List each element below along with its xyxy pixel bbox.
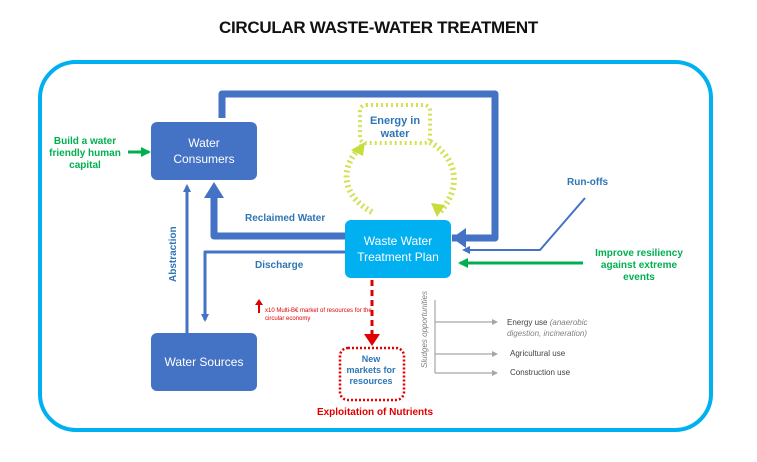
outer-frame xyxy=(38,60,713,432)
reclaimed-water-label: Reclaimed Water xyxy=(245,213,326,224)
arrow-discharge xyxy=(201,250,345,322)
discharge-label: Discharge xyxy=(255,260,304,271)
wwtp-label: Waste Water Treatment Plan xyxy=(357,234,439,264)
arrow-recycle-loop xyxy=(218,90,499,242)
build-capital-label: Build a water friendly human capital xyxy=(49,136,121,171)
energy-loop-left xyxy=(343,143,374,215)
water-sources-box: Water Sources xyxy=(151,333,257,391)
sludges-opportunities-label: Sludges opportunities xyxy=(420,291,429,368)
energy-loop-right xyxy=(428,139,457,215)
new-markets-box xyxy=(338,346,406,402)
energy-in-water-label: Energy in water xyxy=(369,115,421,140)
improve-resiliency-label: Improve resiliency against extreme event… xyxy=(595,248,683,283)
arrow-reclaimed-water xyxy=(210,196,345,240)
market-note: x10 Multi-B€ market of resources for the… xyxy=(265,308,372,322)
diagram-title: CIRCULAR WASTE-WATER TREATMENT xyxy=(218,18,538,37)
abstraction-label: Abstraction xyxy=(168,226,179,282)
water-sources-label: Water Sources xyxy=(164,355,244,369)
agricultural-use-label: Agricultural use xyxy=(510,349,566,358)
wwtp-box: Waste Water Treatment Plan xyxy=(345,220,451,278)
new-markets-label: New markets for resources xyxy=(346,354,396,386)
arrow-runoffs xyxy=(462,197,586,254)
energy-dotted-box xyxy=(358,103,432,145)
energy-use-item: Energy use (anaerobic digestion, inciner… xyxy=(507,317,597,339)
exploitation-of-nutrients-label: Exploitation of Nutrients xyxy=(316,407,434,418)
construction-use-label: Construction use xyxy=(510,368,571,377)
water-consumers-label: Water Consumers xyxy=(173,136,235,166)
arrow-recycle-loop-head xyxy=(452,228,466,248)
arrow-reclaimed-head xyxy=(204,182,224,198)
energy-use-label: Energy use xyxy=(507,318,548,327)
water-consumers-box: Water Consumers xyxy=(151,122,257,180)
runoffs-label: Run-offs xyxy=(567,177,609,188)
energy-use-detail: (anaerobic digestion, incineration) xyxy=(507,318,588,338)
